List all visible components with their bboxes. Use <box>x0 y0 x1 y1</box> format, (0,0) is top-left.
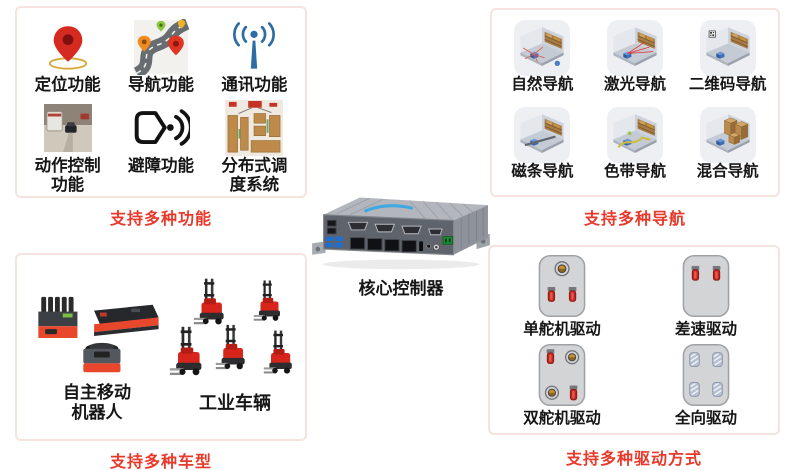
nav-label: 磁条导航 <box>511 162 574 180</box>
drive-item-omnidirectional: 全向驱动 <box>634 340 778 429</box>
obstacle-sensor-icon <box>132 99 190 157</box>
functions-panel: 定位功能 导航功 <box>15 6 307 198</box>
agv-robots-image <box>33 293 161 381</box>
core-controller-image <box>306 186 496 272</box>
core-controller-label: 核心控制器 <box>358 279 444 298</box>
antenna-icon <box>226 18 282 76</box>
magnetic-nav-icon <box>514 106 571 163</box>
navigation-grid: 自然导航 激光导航 <box>492 10 778 195</box>
omnidirectional-icon <box>682 343 730 407</box>
function-label: 避障功能 <box>127 156 194 175</box>
functions-grid: 定位功能 导航功 <box>17 8 305 196</box>
drives-caption: 支持多种驱动方式 <box>565 451 702 468</box>
drive-label: 单舵机驱动 <box>523 321 601 338</box>
nav-item-natural: 自然导航 <box>496 16 589 103</box>
nav-label: 二维码导航 <box>688 76 767 93</box>
qrcode-nav-icon <box>699 20 756 76</box>
function-item-positioning: 定位功能 <box>21 14 114 95</box>
function-item-navigation: 导航功能 <box>114 14 207 95</box>
vehicle-label-industrial: 工业车辆 <box>199 393 271 413</box>
function-label: 通讯功能 <box>221 76 288 94</box>
nav-item-colorband: 色带导航 <box>589 103 682 190</box>
nav-item-laser: 激光导航 <box>589 16 682 103</box>
single-steer-icon <box>538 254 586 318</box>
warehouse-map-image <box>225 99 284 157</box>
function-label: 分布式调 度系统 <box>221 156 288 194</box>
drive-item-differential: 差速驱动 <box>634 251 778 340</box>
function-label: 定位功能 <box>34 76 101 94</box>
dual-steer-icon <box>538 343 586 407</box>
nav-label: 色带导航 <box>603 162 666 180</box>
location-pin-icon <box>42 18 94 76</box>
nav-label: 激光导航 <box>603 76 666 93</box>
nav-item-magnetic: 磁条导航 <box>496 103 589 190</box>
function-item-distributed-scheduling: 分布式调 度系统 <box>208 95 301 195</box>
hybrid-nav-icon <box>699 106 756 163</box>
drive-label: 全向驱动 <box>674 410 737 427</box>
motion-control-photo <box>43 99 92 157</box>
navigation-panel: 自然导航 激光导航 <box>490 8 780 197</box>
nav-label: 混合导航 <box>696 162 759 180</box>
function-item-motion-control: 动作控制 功能 <box>21 95 114 195</box>
nav-label: 自然导航 <box>511 76 574 93</box>
function-label: 动作控制 功能 <box>34 156 101 194</box>
drive-item-single-steer: 单舵机驱动 <box>490 251 634 340</box>
drive-item-dual-steer: 双舵机驱动 <box>490 340 634 429</box>
navigation-caption: 支持多种导航 <box>583 211 686 228</box>
vehicle-label-agv: 自主移动 机器人 <box>63 383 131 422</box>
nav-item-qrcode: 二维码导航 <box>681 16 774 103</box>
functions-caption: 支持多种功能 <box>109 211 212 228</box>
route-map-icon <box>133 18 189 76</box>
function-item-obstacle-avoidance: 避障功能 <box>114 95 207 195</box>
drive-label: 双舵机驱动 <box>523 410 601 427</box>
vehicles-panel: 自主移动 机器人 工业车辆 <box>15 253 307 441</box>
colorband-nav-icon <box>606 106 663 163</box>
natural-nav-icon <box>514 20 571 76</box>
function-label: 导航功能 <box>127 76 194 94</box>
forklifts-image <box>167 277 307 389</box>
laser-nav-icon <box>606 20 663 76</box>
vehicles-caption: 支持多种车型 <box>109 454 212 470</box>
drive-label: 差速驱动 <box>674 321 737 338</box>
drives-panel: 单舵机驱动 差速驱动 双舵机驱动 <box>488 245 780 435</box>
function-item-communication: 通讯功能 <box>208 14 301 95</box>
differential-icon <box>682 254 730 318</box>
drives-grid: 单舵机驱动 差速驱动 双舵机驱动 <box>490 247 778 433</box>
nav-item-hybrid: 混合导航 <box>681 103 774 190</box>
